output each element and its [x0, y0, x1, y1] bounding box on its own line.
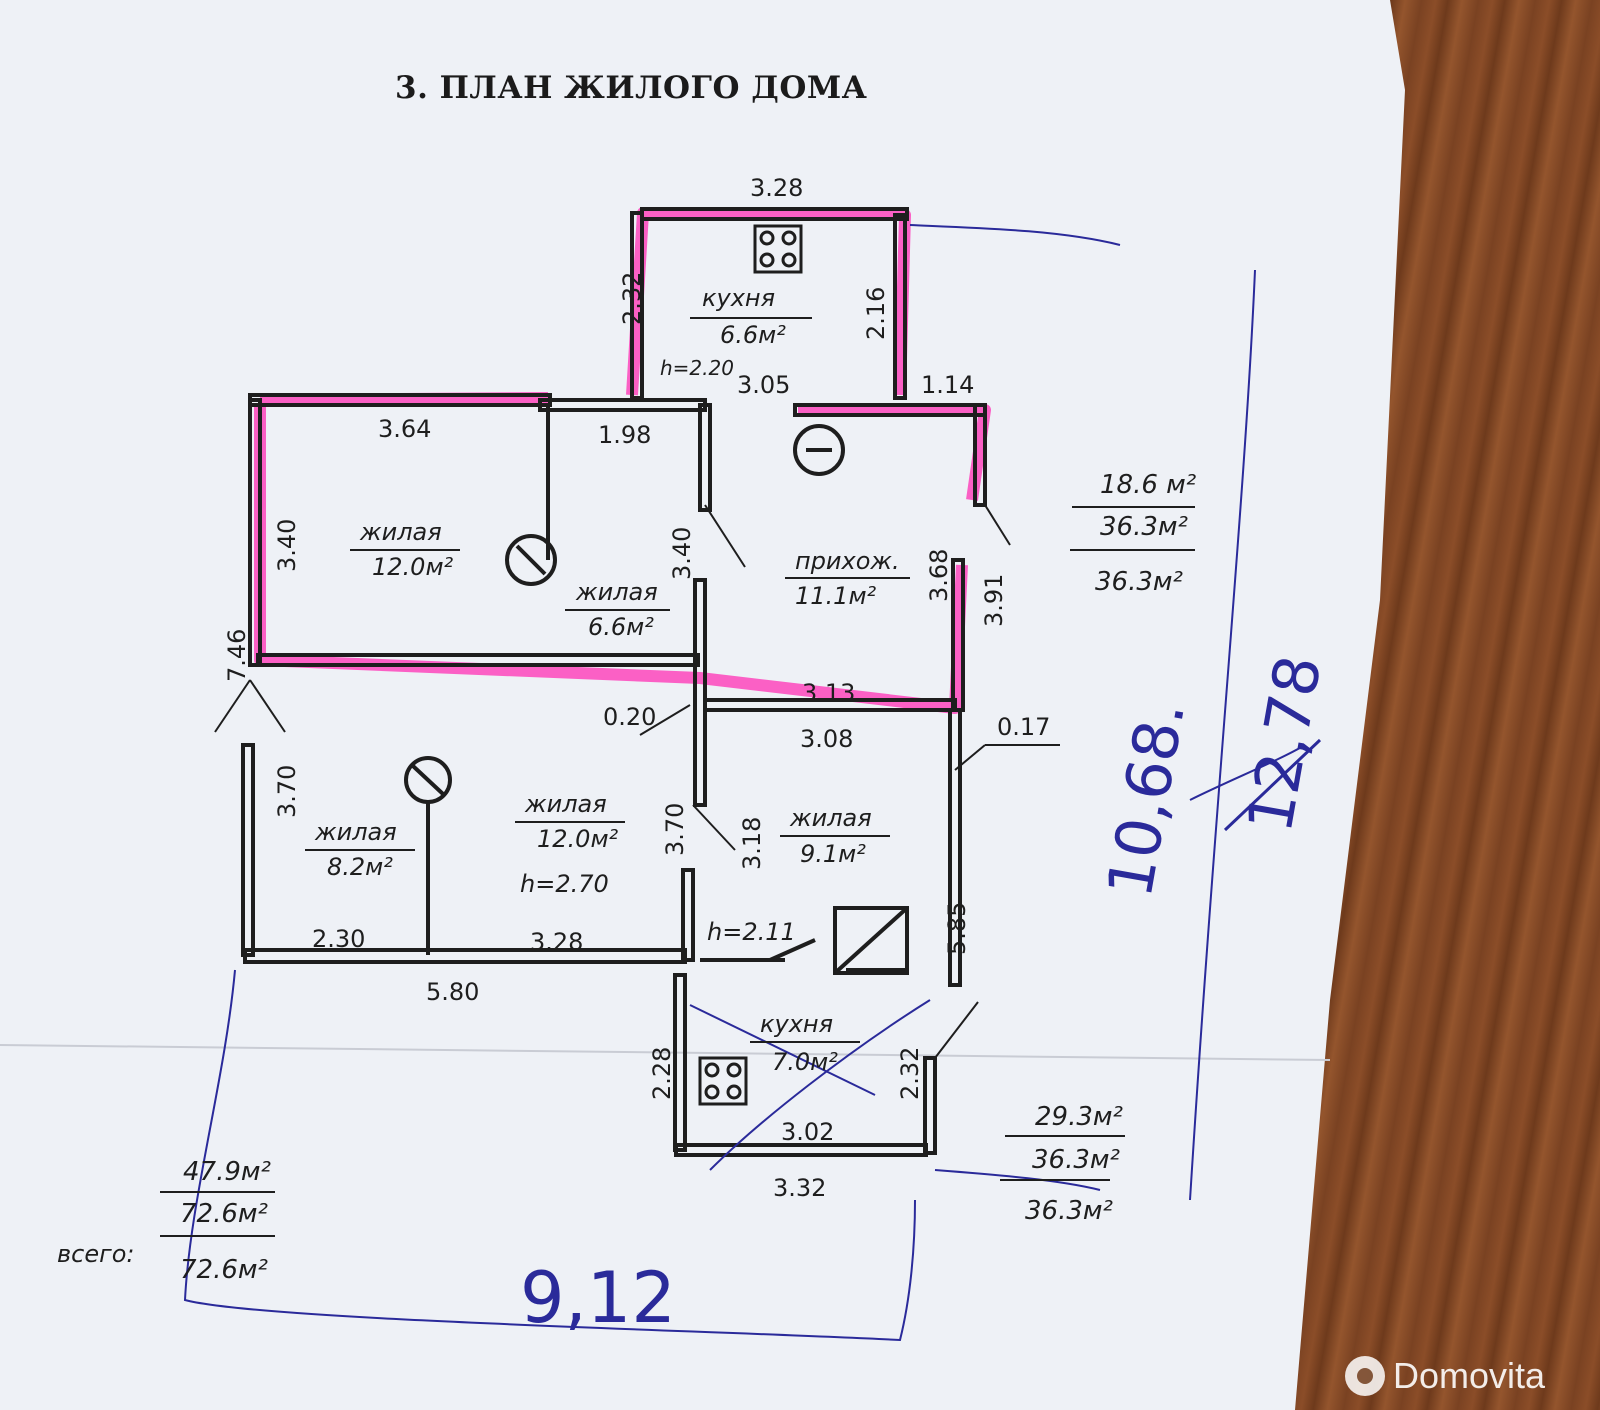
room-kitchen-top-name: кухня: [702, 284, 775, 312]
dim-top-width: 3.28: [750, 174, 803, 202]
summary-right-line2: 36.3м²: [1100, 512, 1188, 542]
room-living-2-area: 6.6м²: [588, 613, 654, 641]
room-kitchen-bottom-name: кухня: [760, 1010, 833, 1038]
walls: [241, 207, 987, 1157]
dim-kitchen2-inner: 3.02: [781, 1118, 834, 1146]
dim-kitchen2-outer: 3.32: [773, 1174, 826, 1202]
dim-hall-top: 3.05: [737, 371, 790, 399]
crossout-line: [1223, 738, 1322, 832]
dim-right-wall: 5.85: [943, 902, 971, 955]
room-living-5-area: 9.1м²: [800, 840, 866, 868]
dim-wall-thickness-2: 0.17: [997, 713, 1050, 741]
dim-room-8-height: 3.70: [273, 765, 301, 818]
summary-left-total: 72.6м²: [180, 1255, 268, 1285]
summary-bottom-right-line3: 36.3м²: [1025, 1196, 1113, 1226]
summary-right-line1: 18.6 м²: [1100, 470, 1196, 500]
room-kitchen-bottom-area: 7.0м²: [772, 1048, 838, 1076]
handwritten-ink: [183, 224, 1306, 1342]
dim-hall-bottom: 3.13: [802, 679, 855, 707]
height-veranda: h=2.11: [707, 918, 796, 946]
dim-room-8-width: 2.30: [312, 925, 365, 953]
paper-fold-line: [0, 1044, 1331, 1061]
dim-kitchen2-right: 2.32: [896, 1047, 924, 1100]
dim-room-9-height: 3.18: [738, 817, 766, 870]
room-living-1-area: 12.0м²: [372, 553, 454, 581]
dim-hall-right-inner: 3.68: [925, 549, 953, 602]
room-living-5-name: жилая: [789, 804, 872, 832]
summary-right-line3: 36.3м²: [1095, 567, 1183, 597]
dim-hall-right-outer: 3.91: [980, 574, 1008, 627]
handwritten-vertical-number: 10,68.: [1093, 696, 1199, 903]
summary-bottom-right-line2: 36.3м²: [1032, 1145, 1120, 1175]
room-living-3-name: жилая: [314, 818, 397, 846]
height-kitchen: h=2.20: [660, 356, 734, 380]
dimension-leaders: [214, 504, 1060, 1059]
plan-title: 3. ПЛАН ЖИЛОГО ДОМА: [395, 70, 868, 106]
dim-room2-height: 3.40: [668, 527, 696, 580]
total-label: всего:: [57, 1240, 134, 1268]
dim-wall-thickness: 0.20: [603, 703, 656, 731]
dim-room1-height: 3.40: [273, 519, 301, 572]
dim-hall-step: 1.14: [921, 371, 974, 399]
domovita-logo-icon: [1345, 1356, 1385, 1396]
dim-kitchen-right: 2.16: [862, 287, 890, 340]
dim-room-9-width: 3.08: [800, 725, 853, 753]
dim-kitchen-left: 2.32: [618, 272, 646, 325]
room-living-2-name: жилая: [575, 578, 658, 606]
dim-overall-bottom: 5.80: [426, 978, 479, 1006]
room-hall-name: прихож.: [795, 547, 900, 575]
domovita-logo-text: Domovita: [1393, 1355, 1546, 1396]
room-living-3-area: 8.2м²: [327, 853, 393, 881]
dim-room-12-width: 3.28: [530, 928, 583, 956]
dim-room2-width: 1.98: [598, 421, 651, 449]
summary-left-line2: 72.6м²: [180, 1199, 268, 1229]
dim-kitchen2-left: 2.28: [648, 1047, 676, 1100]
stove-lower-icon: [698, 1056, 748, 1106]
room-living-1-name: жилая: [359, 518, 442, 546]
dim-overall-left: 7.46: [223, 629, 251, 682]
room-hall-area: 11.1м²: [795, 582, 877, 610]
dim-room-12-height: 3.70: [661, 803, 689, 856]
domovita-watermark: Domovita: [1345, 1355, 1545, 1397]
height-living: h=2.70: [520, 870, 609, 898]
room-living-4-area: 12.0м²: [537, 825, 619, 853]
summary-bottom-right-line1: 29.3м²: [1035, 1102, 1123, 1132]
handwritten-bottom-number: 9,12: [520, 1257, 676, 1339]
stove-upper-icon: [753, 224, 803, 274]
room-living-4-name: жилая: [524, 790, 607, 818]
summary-left-line1: 47.9м²: [183, 1157, 271, 1187]
room-kitchen-top-area: 6.6м²: [720, 321, 786, 349]
heater-icons: [404, 424, 845, 804]
dim-room1-width: 3.64: [378, 415, 431, 443]
